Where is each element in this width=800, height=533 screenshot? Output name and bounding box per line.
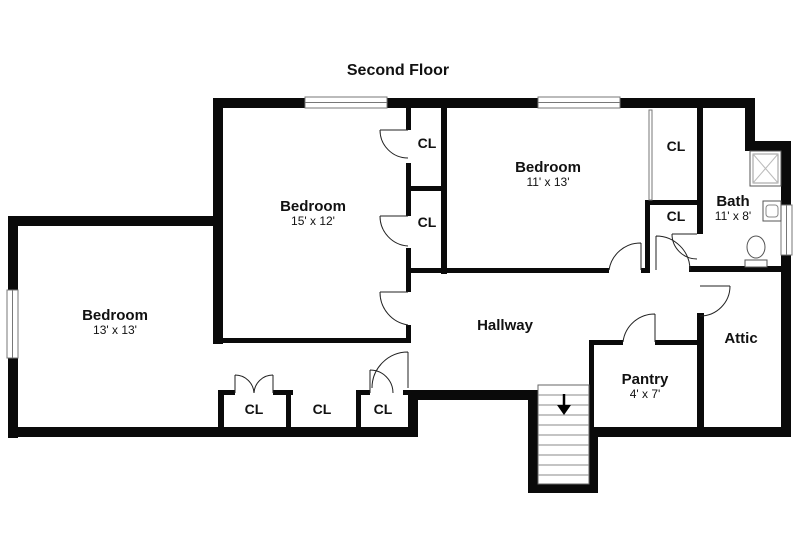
- arrow-down-icon: [557, 394, 571, 415]
- door-swing: [379, 215, 409, 247]
- door-swing: [622, 313, 656, 343]
- interior-walls: [213, 108, 791, 437]
- room-dimensions: 4' x 7': [630, 387, 661, 401]
- door-swing: [369, 369, 394, 394]
- room-dimensions: 11' x 8': [715, 209, 751, 223]
- room-bedroom-right: Bedroom 11' x 13': [515, 159, 581, 189]
- sink-icon: [762, 200, 782, 222]
- door-swing: [699, 285, 731, 317]
- closet-label: CL: [245, 401, 264, 417]
- bath-fixtures: [744, 150, 782, 268]
- closet-label: CL: [313, 401, 332, 417]
- room-pantry: Pantry 4' x 7': [622, 371, 669, 401]
- room-bedroom-middle: Bedroom 15' x 12': [280, 198, 346, 228]
- room-name: Hallway: [477, 317, 534, 334]
- door-swing: [608, 242, 642, 271]
- room-name: Bedroom: [515, 159, 581, 176]
- door-swing: [671, 233, 698, 260]
- floor-title: Second Floor: [347, 62, 449, 79]
- room-name: Bedroom: [280, 198, 346, 215]
- room-hallway: Hallway: [477, 317, 534, 334]
- closet-labels: CL CL CL CL CL CL CL: [245, 135, 686, 417]
- windows: [6, 96, 793, 359]
- room-name: Pantry: [622, 371, 669, 388]
- sliding-door: [648, 109, 653, 201]
- room-name: Attic: [724, 330, 757, 347]
- room-name: Bath: [716, 193, 749, 210]
- door-swing: [379, 129, 409, 159]
- room-bath: Bath 11' x 8': [715, 193, 751, 223]
- shower-icon: [749, 150, 782, 187]
- room-attic: Attic: [724, 330, 757, 347]
- door-swing: [371, 351, 409, 389]
- door-swing: [234, 374, 255, 394]
- staircase: [537, 384, 590, 485]
- door-swing: [655, 235, 691, 271]
- room-name: Bedroom: [82, 307, 148, 324]
- closet-label: CL: [418, 135, 437, 151]
- room-dimensions: 13' x 13': [93, 323, 137, 337]
- room-bedroom-left: Bedroom 13' x 13': [82, 307, 148, 337]
- closet-label: CL: [418, 214, 437, 230]
- closet-label: CL: [374, 401, 393, 417]
- toilet-icon: [744, 235, 768, 268]
- doors: [234, 129, 731, 394]
- room-dimensions: 11' x 13': [526, 175, 569, 189]
- closet-label: CL: [667, 138, 686, 154]
- room-dimensions: 15' x 12': [291, 214, 335, 228]
- closet-label: CL: [667, 208, 686, 224]
- door-swing: [379, 291, 409, 326]
- door-swing: [253, 374, 274, 394]
